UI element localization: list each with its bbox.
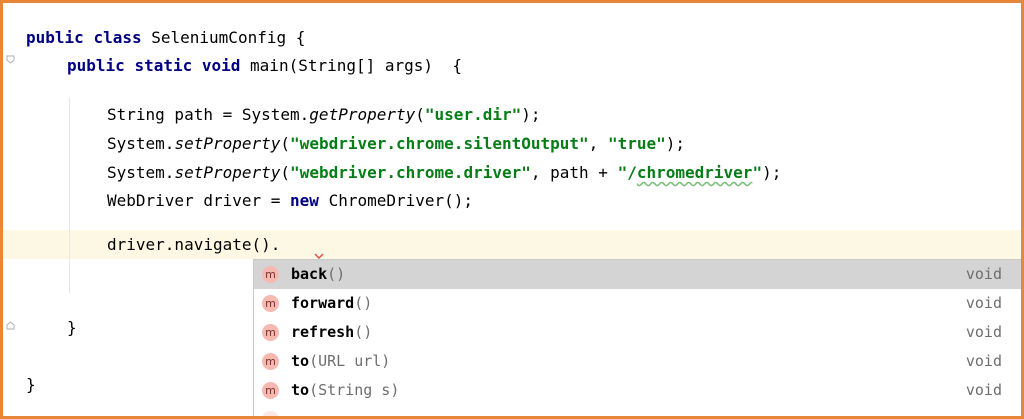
code-line-6: WebDriver driver = new ChromeDriver(); xyxy=(107,191,474,210)
method-icon: m xyxy=(262,353,279,370)
spelling-warning: chromedriver xyxy=(636,163,753,182)
method-icon: m xyxy=(262,324,279,341)
method-icon xyxy=(262,411,279,416)
code-line-close-method: } xyxy=(67,318,77,337)
code-line-5: System.setProperty("webdriver.chrome.dri… xyxy=(107,163,782,182)
code-line-4: System.setProperty("webdriver.chrome.sil… xyxy=(107,134,685,153)
method-icon: m xyxy=(262,266,279,283)
completion-item-back[interactable]: m back() void xyxy=(254,260,1021,289)
fold-marker-icon[interactable] xyxy=(6,55,15,64)
completion-item-cut-off[interactable] xyxy=(254,405,1021,416)
code-line-2: public static void main(String[] args) { xyxy=(67,56,462,75)
code-editor[interactable]: public class SeleniumConfig { public sta… xyxy=(3,3,1021,416)
current-line-highlight xyxy=(3,230,1021,259)
completion-item-refresh[interactable]: m refresh() void xyxy=(254,318,1021,347)
fold-end-marker-icon[interactable] xyxy=(6,321,15,330)
method-icon: m xyxy=(262,295,279,312)
completion-item-to-string[interactable]: m to(String s) void xyxy=(254,376,1021,405)
code-line-3: String path = System.getProperty("user.d… xyxy=(107,105,541,124)
code-line-close-class: } xyxy=(26,375,36,394)
error-caret-icon xyxy=(314,253,324,259)
completion-item-to-url[interactable]: m to(URL url) void xyxy=(254,347,1021,376)
completion-item-forward[interactable]: m forward() void xyxy=(254,289,1021,318)
indent-guide xyxy=(69,98,70,293)
code-completion-popup[interactable]: m back() void m forward() void m refresh… xyxy=(253,259,1021,416)
method-icon: m xyxy=(262,382,279,399)
code-line-current[interactable]: driver.navigate(). xyxy=(107,235,281,254)
code-line-1: public class SeleniumConfig { xyxy=(26,28,306,47)
